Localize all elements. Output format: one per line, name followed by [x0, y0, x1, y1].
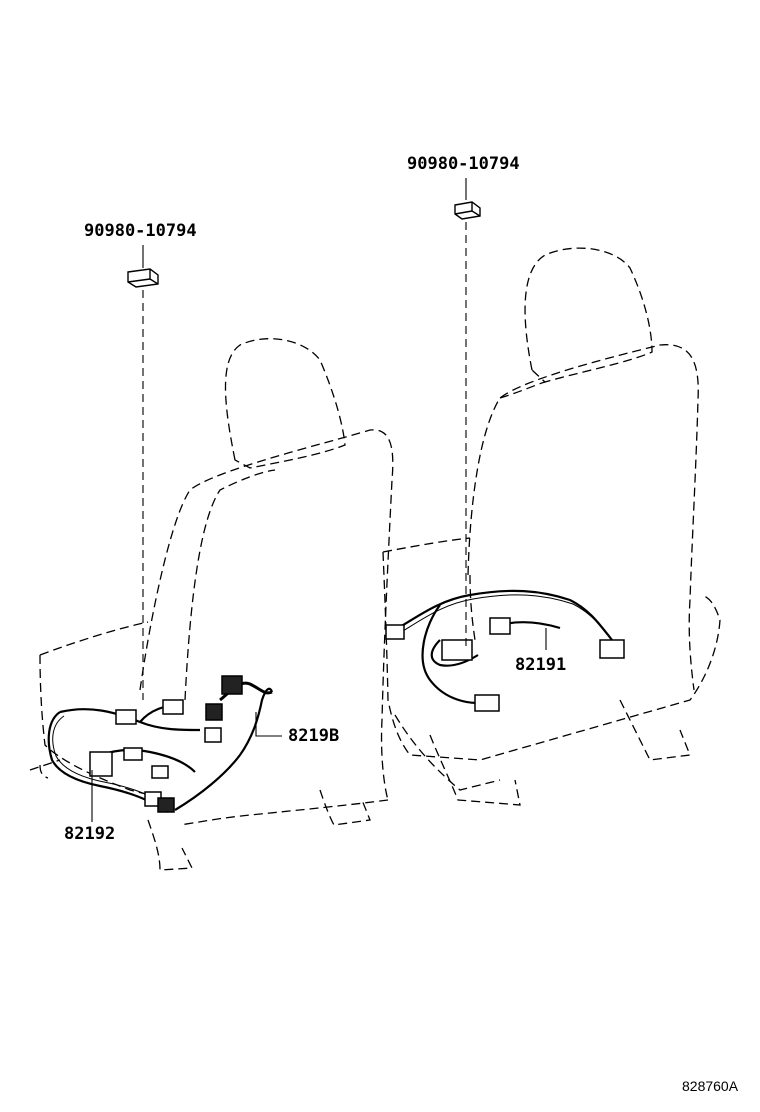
callout-clip-right: 90980-10794 — [407, 154, 520, 174]
right-seat-cushion-front — [394, 714, 501, 791]
left-8219B-wire — [174, 687, 274, 811]
right-harness-wire-main — [394, 589, 613, 641]
connector — [123, 747, 143, 761]
right-seat-harness — [394, 589, 616, 704]
right-seat-back-edge — [469, 381, 546, 641]
right-harness-wire-branch — [421, 604, 486, 704]
right-seat — [382, 247, 721, 806]
connector — [489, 617, 511, 635]
right-seat-back — [467, 344, 699, 691]
left-harness-wire-top — [59, 708, 201, 732]
connector — [151, 765, 169, 779]
diagram-id: 828760A — [682, 1078, 739, 1094]
left-seat-cushion-side — [179, 799, 389, 826]
right-seat-headrest — [524, 247, 653, 383]
connector — [162, 699, 184, 715]
right-seat-cushion — [382, 537, 721, 761]
connector — [204, 727, 222, 743]
left-seat-foot — [29, 759, 61, 779]
left-seat-back-inner — [184, 469, 276, 701]
leader-8219B — [255, 712, 282, 737]
callout-harness-8219b: 8219B — [288, 726, 340, 746]
left-harness-connectors — [89, 675, 243, 813]
left-harness-wire-loop — [47, 711, 169, 813]
callout-clip-left: 90980-10794 — [84, 221, 197, 241]
clip-icon — [454, 201, 481, 220]
clip-left — [127, 268, 159, 288]
right-seat-rail — [429, 699, 691, 806]
connector — [599, 639, 625, 659]
left-seat-cushion — [39, 621, 171, 801]
connector — [89, 751, 113, 777]
connector — [221, 675, 243, 695]
left-seat — [29, 338, 394, 871]
left-seat-rail — [147, 789, 371, 871]
callout-harness-82191: 82191 — [515, 655, 567, 675]
left-seat-back — [139, 429, 394, 801]
connector — [441, 639, 473, 661]
connector — [115, 709, 137, 725]
clip-right — [454, 201, 481, 220]
right-harness-wire-main-2 — [397, 594, 616, 645]
right-harness-connectors — [385, 617, 625, 712]
connector — [205, 703, 223, 721]
left-seat-headrest — [224, 338, 346, 469]
connector — [474, 694, 500, 712]
connector — [385, 624, 405, 640]
clip-icon — [127, 268, 159, 288]
callout-harness-82192: 82192 — [64, 824, 116, 844]
connector — [157, 797, 175, 813]
leader-lines — [91, 178, 547, 822]
